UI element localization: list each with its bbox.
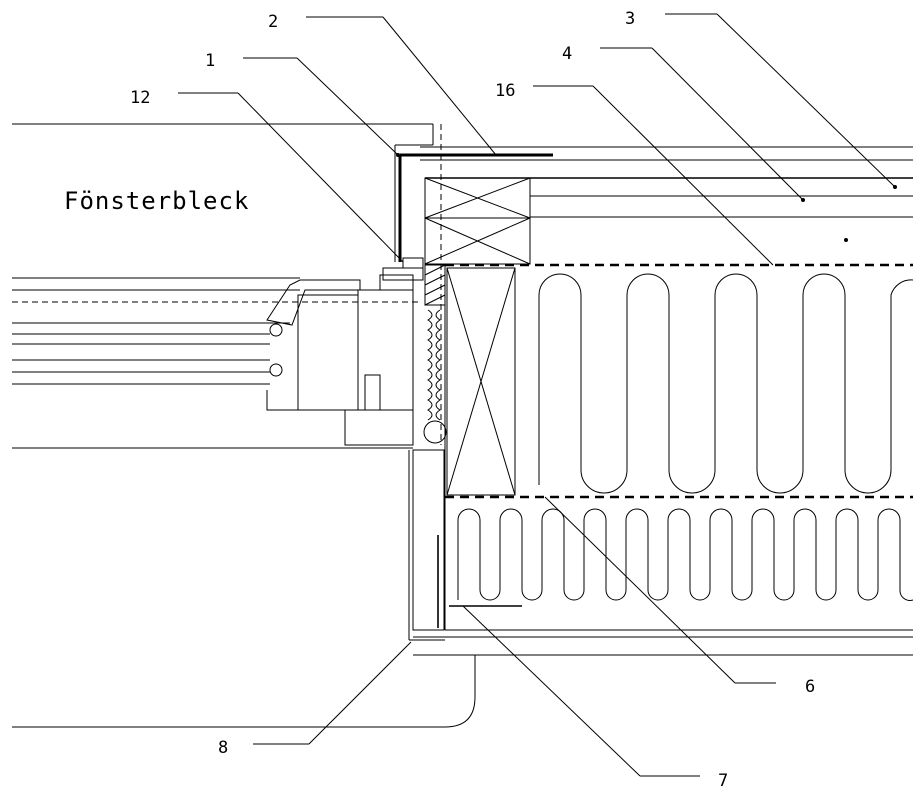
- top-battens: [424, 177, 531, 265]
- callout-label-8: 8: [218, 738, 228, 758]
- interior-reveal-line: [12, 655, 476, 728]
- seal-strips: [423, 264, 447, 444]
- sill-flashing: [12, 123, 553, 445]
- callout-label-4: 4: [562, 44, 572, 64]
- callout-label-7: 7: [718, 771, 728, 790]
- callout-dots: [396, 153, 897, 242]
- lining-board: [408, 449, 522, 641]
- callout-leaders: [178, 13, 896, 777]
- stud: [446, 267, 516, 496]
- wall-layers: [420, 146, 913, 630]
- insulation-upper: [538, 273, 913, 494]
- callout-label-3: 3: [625, 9, 635, 29]
- callout-label-6: 6: [805, 677, 815, 697]
- bottom-boards: [413, 629, 913, 656]
- insulation-lower: [457, 508, 913, 601]
- callout-label-2: 2: [268, 12, 278, 32]
- callout-label-1: 1: [205, 51, 215, 71]
- callout-label-12: 12: [130, 88, 150, 108]
- window-frame: [12, 267, 424, 449]
- window-sill-title: Fönsterbleck: [64, 187, 249, 215]
- callout-label-16: 16: [495, 81, 515, 101]
